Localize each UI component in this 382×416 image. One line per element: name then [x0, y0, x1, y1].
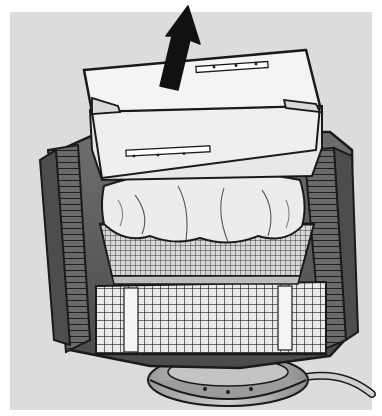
filter-bag [102, 173, 305, 243]
filter-cover [84, 50, 322, 180]
brush-roller [96, 282, 326, 354]
